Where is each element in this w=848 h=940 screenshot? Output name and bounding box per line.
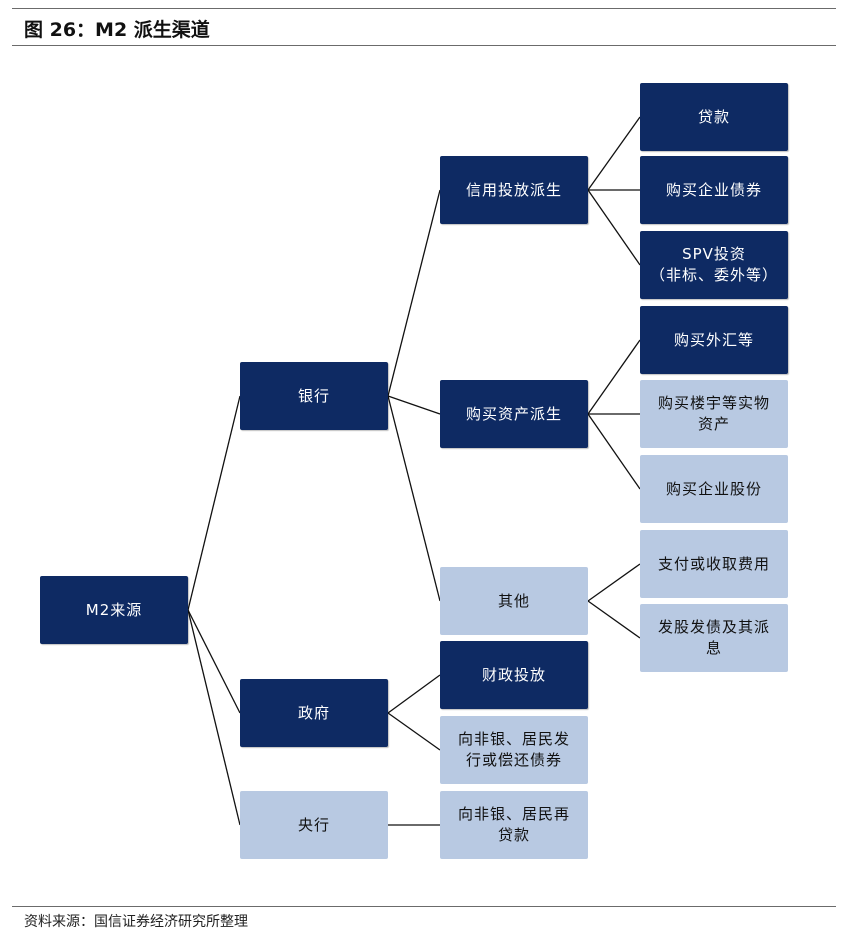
node-credit-derivation-label: 信用投放派生	[465, 180, 562, 199]
link-asset-equity	[587, 413, 641, 490]
node-central-bank: 央行	[240, 791, 388, 859]
link-root-central-bank	[187, 609, 241, 826]
node-other: 其他	[440, 567, 588, 635]
node-spv-label: SPV投资 （非标、委外等）	[649, 245, 778, 284]
node-real-estate-label: 购买楼宇等实物 资产	[657, 394, 770, 433]
node-m2-source: M2来源	[40, 576, 188, 644]
link-gov-issue	[387, 712, 441, 751]
node-relending: 向非银、居民再 贷款	[440, 791, 588, 859]
node-credit-derivation: 信用投放派生	[440, 156, 588, 224]
node-dividend-label: 发股发债及其派 息	[657, 618, 770, 657]
link-gov-fiscal	[387, 674, 441, 714]
node-central-bank-label: 央行	[297, 815, 330, 834]
node-fx-label: 购买外汇等	[673, 330, 754, 349]
link-other-dividend	[587, 600, 641, 639]
link-other-fees	[587, 563, 641, 602]
top-rule	[12, 8, 836, 9]
node-corp-bond: 购买企业债券	[640, 156, 788, 224]
link-asset-fx	[587, 339, 641, 415]
title-rule	[12, 45, 836, 46]
node-loan: 贷款	[640, 83, 788, 151]
link-credit-loan	[587, 116, 641, 191]
node-bank-label: 银行	[297, 386, 330, 405]
node-corp-bond-label: 购买企业债券	[665, 180, 762, 199]
node-asset-derivation-label: 购买资产派生	[465, 404, 562, 423]
source-note: 资料来源：国信证券经济研究所整理	[24, 914, 248, 930]
link-root-bank	[187, 395, 241, 611]
node-gov-issue-label: 向非银、居民发 行或偿还债券	[457, 730, 570, 769]
node-asset-derivation: 购买资产派生	[440, 380, 588, 448]
link-bank-credit	[387, 189, 441, 397]
link-root-government	[187, 609, 241, 714]
node-other-label: 其他	[497, 591, 530, 610]
figure-title: 图 26：M2 派生渠道	[24, 19, 210, 41]
node-government: 政府	[240, 679, 388, 747]
node-spv: SPV投资 （非标、委外等）	[640, 231, 788, 299]
node-equity: 购买企业股份	[640, 455, 788, 523]
link-bank-other	[387, 395, 441, 602]
node-fees-label: 支付或收取费用	[657, 554, 770, 573]
node-real-estate: 购买楼宇等实物 资产	[640, 380, 788, 448]
node-equity-label: 购买企业股份	[665, 479, 762, 498]
node-bank: 银行	[240, 362, 388, 430]
node-m2-source-label: M2来源	[85, 600, 143, 619]
node-fx: 购买外汇等	[640, 306, 788, 374]
node-dividend: 发股发债及其派 息	[640, 604, 788, 672]
bottom-rule	[12, 906, 836, 907]
node-fees: 支付或收取费用	[640, 530, 788, 598]
node-gov-issue: 向非银、居民发 行或偿还债券	[440, 716, 588, 784]
link-bank-asset	[387, 395, 441, 415]
node-relending-label: 向非银、居民再 贷款	[457, 805, 570, 844]
node-government-label: 政府	[297, 703, 330, 722]
node-fiscal: 财政投放	[440, 641, 588, 709]
node-fiscal-label: 财政投放	[481, 665, 546, 684]
link-credit-spv	[587, 189, 641, 266]
node-loan-label: 贷款	[697, 107, 730, 126]
